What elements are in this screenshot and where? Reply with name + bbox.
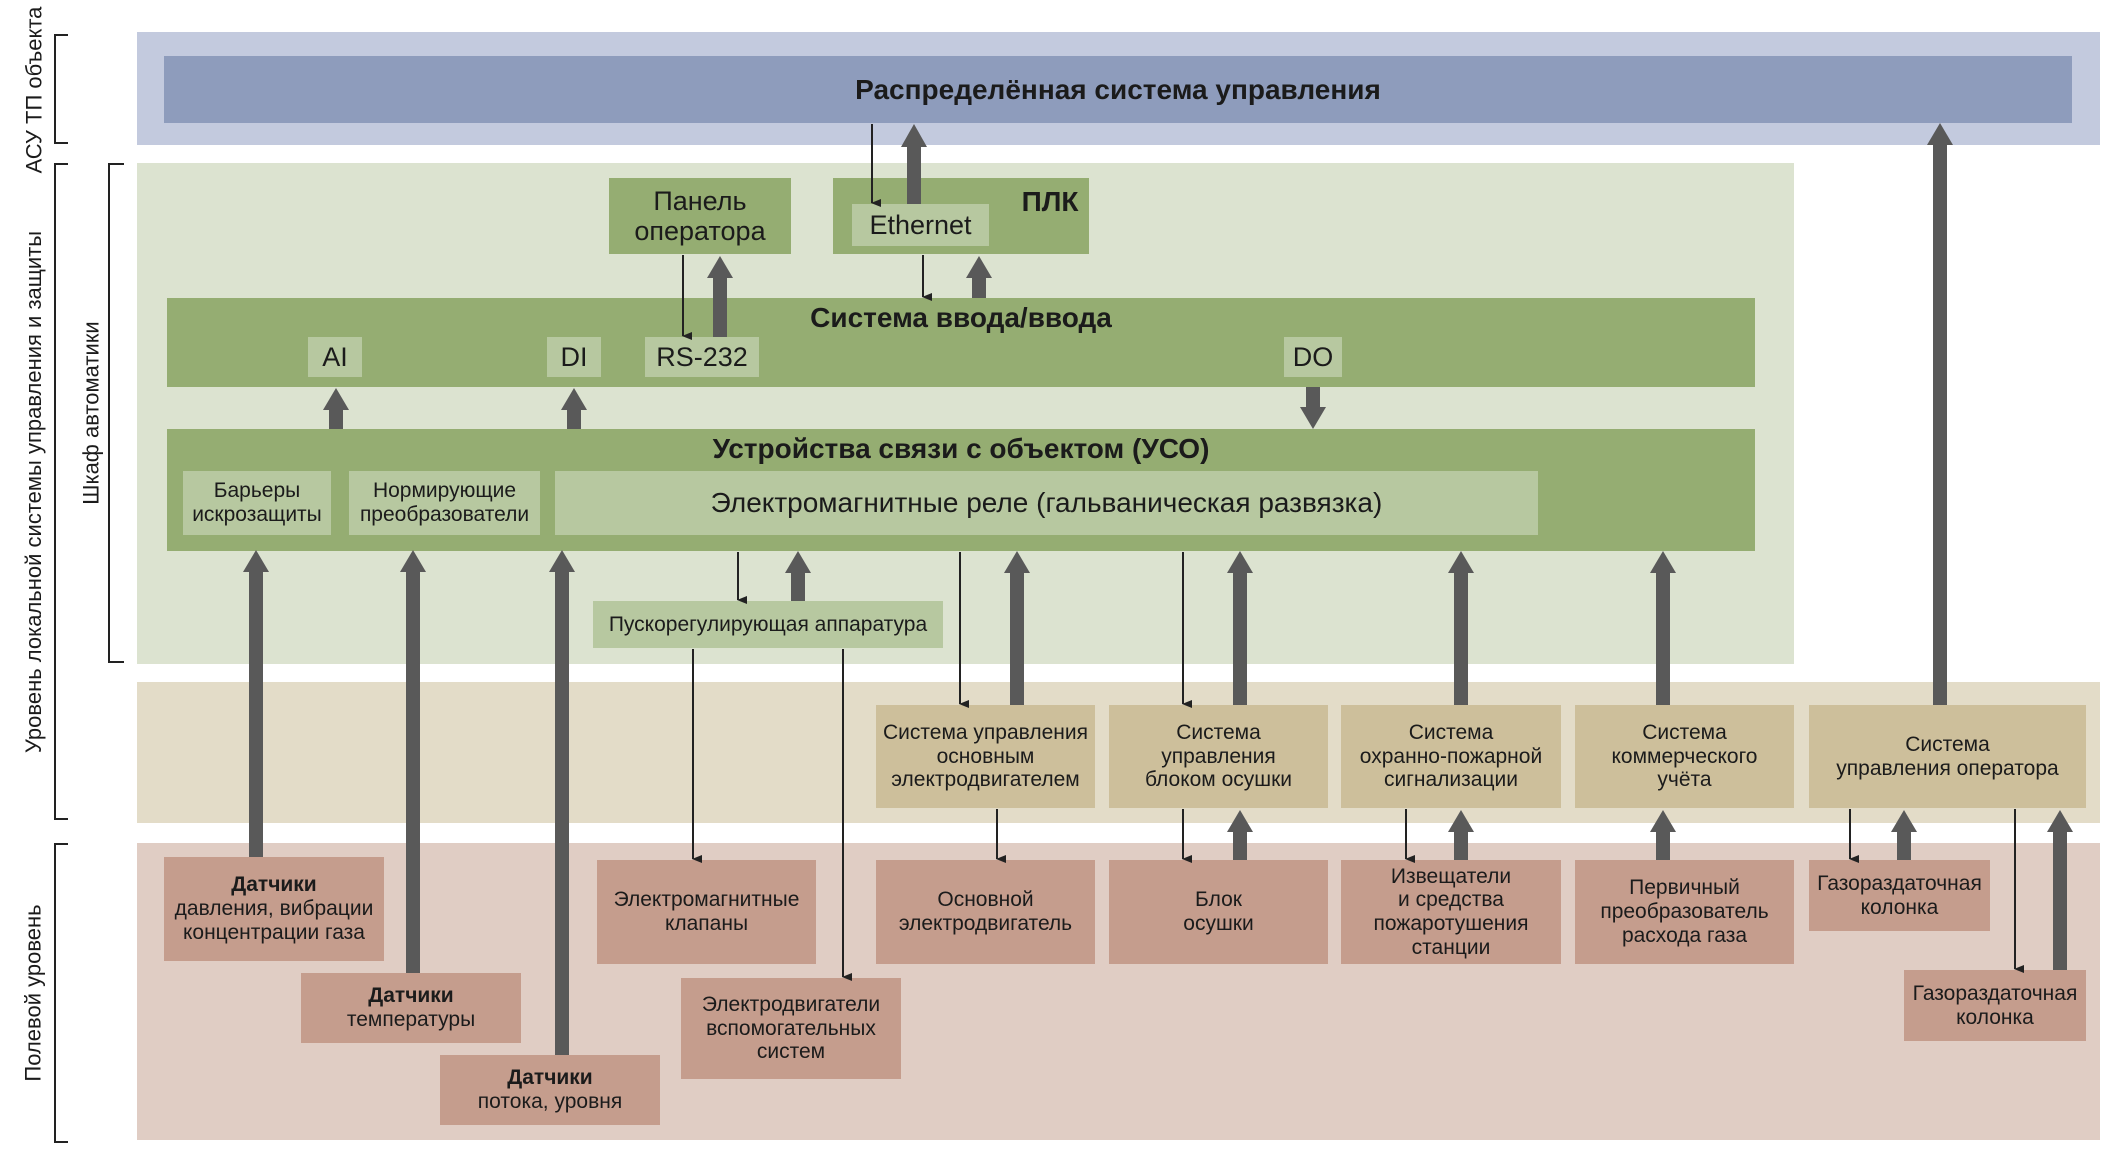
arrow-dryer-unit-up [1227, 810, 1253, 860]
port-do: DO [1284, 337, 1342, 377]
port-rs232: RS-232 [645, 337, 759, 377]
operator-control-box: Система управления оператора [1809, 705, 2086, 808]
field-bracket [54, 843, 68, 1143]
port-di: DI [547, 337, 601, 377]
cabinet-bracket [108, 163, 124, 663]
fire-detectors-box: Извещатели и средства пожаротушения стан… [1341, 860, 1561, 964]
aux-motors-box: Электродвигатели вспомогательных систем [681, 978, 901, 1079]
uso-title: Устройства связи с объектом (УСО) [712, 433, 1210, 464]
arrow-plc-to-dcs [901, 124, 927, 204]
local-system-bracket [54, 163, 68, 820]
arrow-transducer-up [1650, 810, 1676, 860]
arrow-fire-alarm-up [1448, 551, 1474, 705]
starters-box: Пускорегулирующая аппаратура [593, 601, 943, 648]
temperature-sensors-title: Датчики [368, 984, 454, 1008]
arrow-main-motor-ctrl-up [1004, 551, 1030, 705]
arrow-sensor-pressure-to-barriers [243, 550, 269, 857]
arrow-operator-ctrl-to-dcs [1927, 123, 1953, 705]
solenoid-valves-box: Электромагнитные клапаны [597, 860, 816, 964]
arrow-dispenser2-up [2047, 810, 2073, 970]
arrow-metering-up [1650, 551, 1676, 705]
arrow-sensor-temp-to-normalizers [400, 550, 426, 973]
barriers-box: Барьеры искрозащиты [183, 471, 331, 535]
arrow-starters-to-relays [785, 551, 811, 601]
main-motor-box: Основной электродвигатель [876, 860, 1095, 964]
arrow-dispenser1-up [1891, 810, 1917, 860]
flow-sensors-text: потока, уровня [477, 1090, 623, 1113]
pressure-sensors-box: Датчики давления, вибрации концентрации … [164, 857, 384, 961]
arrow-di-up [561, 388, 587, 429]
arrow-sensor-flow-to-uso [549, 550, 575, 1055]
dryer-control-box: Система управления блоком осушки [1109, 705, 1328, 808]
flow-transducer-box: Первичный преобразователь расхода газа [1575, 860, 1794, 964]
main-motor-control-box: Система управления основным электродвига… [876, 705, 1095, 808]
normalizers-box: Нормирующие преобразователи [349, 471, 540, 535]
arrow-rs232-up [707, 256, 733, 337]
arrow-do-down [1300, 387, 1326, 429]
arrow-detectors-up [1448, 810, 1474, 860]
plc-label: ПЛК [1021, 186, 1079, 217]
pressure-sensors-title: Датчики [231, 873, 317, 897]
dcs-bar: Распределённая система управления [164, 56, 2072, 123]
arrow-io-to-plc [966, 256, 992, 298]
gas-dispenser-2-box: Газораздаточная колонка [1904, 970, 2086, 1041]
temperature-sensors-text: температуры [346, 1008, 476, 1031]
operator-panel: Панель оператора [609, 178, 791, 254]
port-ai: AI [308, 337, 362, 377]
arrow-ai-up [323, 388, 349, 429]
io-system [167, 298, 1755, 387]
dryer-unit-box: Блок осушки [1109, 860, 1328, 964]
temperature-sensors-box: Датчики температуры [301, 973, 521, 1043]
metering-box: Система коммерческого учёта [1575, 705, 1794, 808]
pressure-sensors-text: давления, вибрации концентрации газа [174, 897, 374, 944]
gas-dispenser-1-box: Газораздаточная колонка [1809, 860, 1990, 931]
arrow-dryer-ctrl-up [1227, 551, 1253, 705]
fire-alarm-box: Система охранно-пожарной сигнализации [1341, 705, 1561, 808]
flow-sensors-title: Датчики [507, 1066, 593, 1090]
flow-sensors-box: Датчики потока, уровня [440, 1055, 660, 1125]
ethernet-port: Ethernet [852, 204, 989, 246]
io-system-title: Система ввода/ввода [810, 302, 1112, 333]
asu-bracket [54, 34, 68, 144]
relays-box: Электромагнитные реле (гальваническая ра… [555, 471, 1538, 535]
